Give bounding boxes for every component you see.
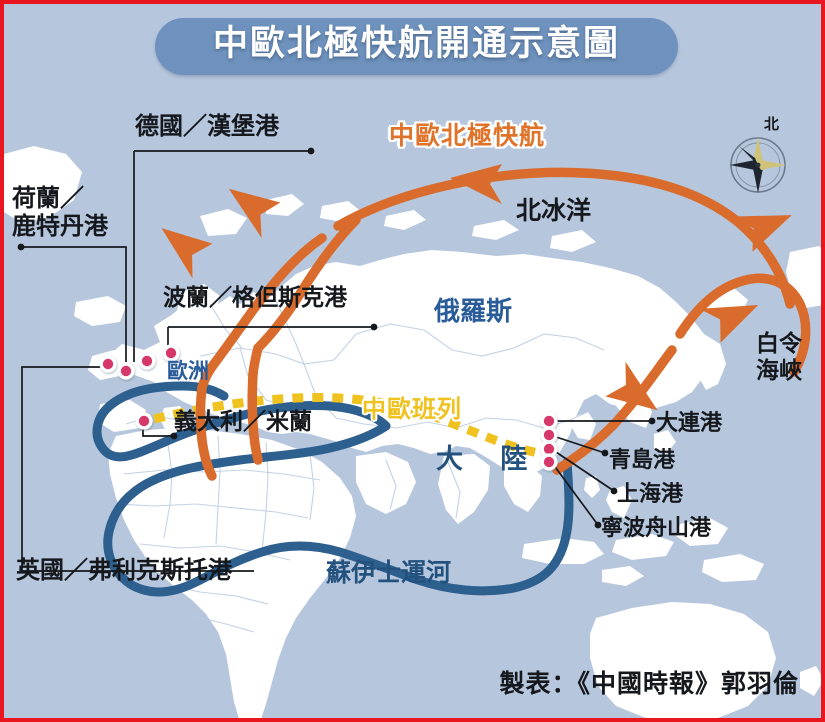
port-marker-shanghai — [540, 440, 558, 458]
geo-label-bering-line1: 白令 — [756, 331, 802, 357]
port-label-rotterdam-line2: 鹿特丹港 — [12, 212, 108, 241]
port-label-milan: 義大利／米蘭 — [174, 409, 312, 435]
arctic-route-arrowheads — [161, 164, 792, 411]
port-marker-rotterdam — [117, 362, 135, 380]
port-marker-qingdao — [540, 426, 558, 444]
port-marker-dalian — [540, 412, 558, 430]
geo-label-bering-strait: 白令 海峽 — [756, 331, 802, 385]
port-marker-gdansk — [162, 344, 180, 362]
suez-route — [92, 381, 574, 597]
geo-label-mainland: 大 陸 — [436, 444, 542, 475]
credit-line: 製表：《中國時報》郭羽倫 — [499, 669, 799, 698]
port-label-ningbo: 寧波舟山港 — [601, 516, 712, 541]
port-marker-milan — [135, 412, 153, 430]
route-label-suez: 蘇伊士運河 — [326, 558, 452, 587]
port-label-qingdao: 青島港 — [609, 448, 676, 473]
port-label-gdansk: 波蘭／格但斯克港 — [163, 285, 347, 311]
geo-label-arctic-ocean: 北冰洋 — [516, 196, 592, 225]
title-bar: 中歐北極快航開通示意圖 — [4, 18, 821, 75]
port-label-rotterdam-line1: 荷蘭／ — [12, 184, 84, 212]
port-marker-hamburg — [138, 352, 156, 370]
port-marker-felixstowe — [99, 355, 117, 373]
port-label-shanghai: 上海港 — [617, 482, 684, 507]
page-title: 中歐北極快航開通示意圖 — [212, 24, 620, 64]
geo-label-europe: 歐洲 — [167, 359, 209, 383]
port-label-dalian: 大連港 — [656, 411, 723, 436]
compass-rose-icon — [730, 137, 786, 193]
leader-dots — [17, 147, 656, 529]
port-label-hamburg: 德國／漢堡港 — [135, 112, 279, 140]
port-label-rotterdam: 荷蘭／ 鹿特丹港 — [12, 184, 108, 241]
route-label-railway: 中歐班列 — [362, 395, 462, 423]
leader-lines — [21, 150, 652, 572]
world-map — [4, 4, 821, 718]
title-pill: 中歐北極快航開通示意圖 — [154, 18, 678, 75]
geo-label-bering-line2: 海峽 — [756, 358, 802, 385]
compass-north-label: 北 — [764, 115, 780, 133]
port-label-felixstowe: 英國／弗利克斯托港 — [16, 556, 232, 584]
port-marker-ningbo — [540, 453, 558, 471]
geo-label-russia: 俄羅斯 — [434, 297, 513, 327]
route-label-arctic: 中歐北極快航 — [389, 121, 546, 150]
railway-route — [152, 393, 557, 461]
port-markers — [99, 344, 558, 471]
